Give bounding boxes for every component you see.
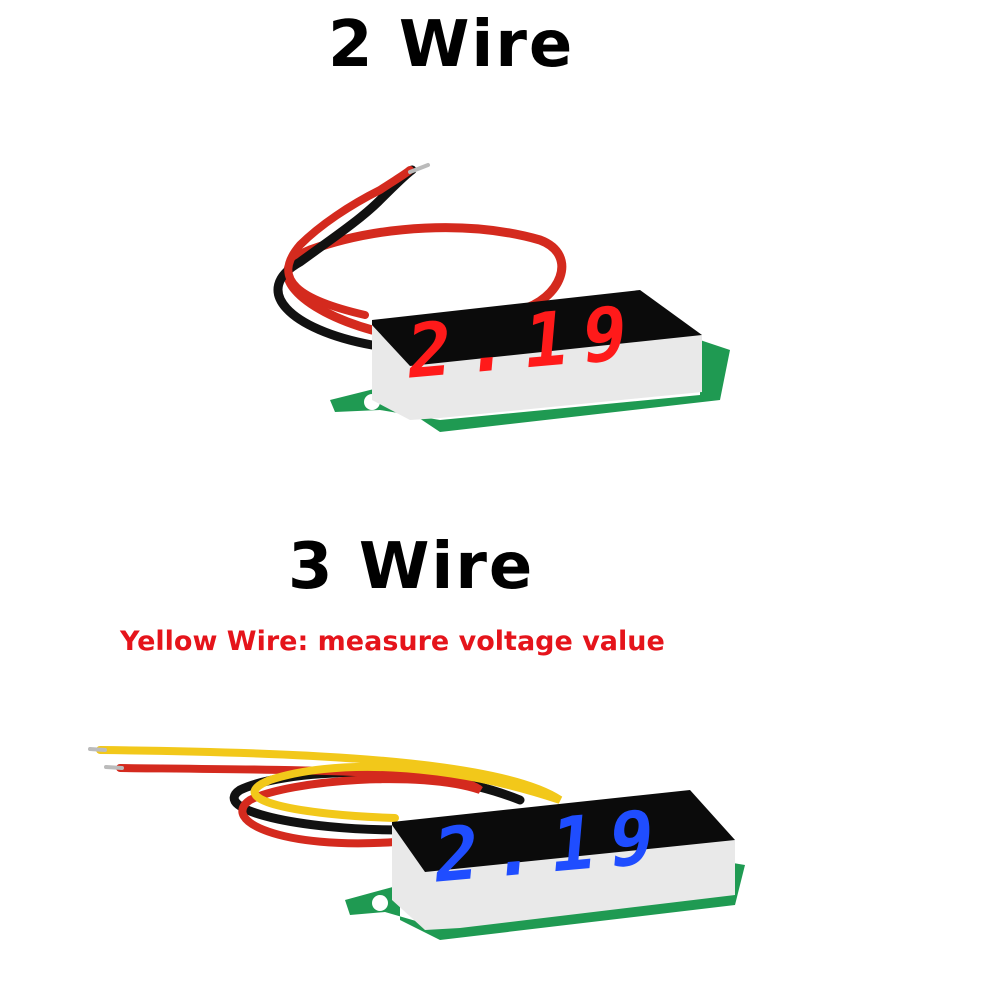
wires bbox=[273, 163, 567, 350]
title-2-wire: 2 Wire bbox=[328, 8, 575, 82]
pcb bbox=[330, 340, 730, 432]
pcb bbox=[345, 860, 745, 940]
voltmeter-2-wire: 2.19 bbox=[273, 163, 730, 432]
wires bbox=[88, 746, 563, 848]
yellow-wire-note: Yellow Wire: measure voltage value bbox=[120, 626, 665, 657]
display-face bbox=[372, 290, 702, 366]
display-reading: 2.19 bbox=[403, 288, 644, 396]
mounting-hole bbox=[372, 895, 388, 911]
title-3-wire: 3 Wire bbox=[288, 530, 535, 604]
voltmeter-3-wire: 2.19 bbox=[88, 746, 745, 940]
display-face bbox=[392, 790, 735, 872]
display-reading: 2.19 bbox=[430, 792, 671, 900]
